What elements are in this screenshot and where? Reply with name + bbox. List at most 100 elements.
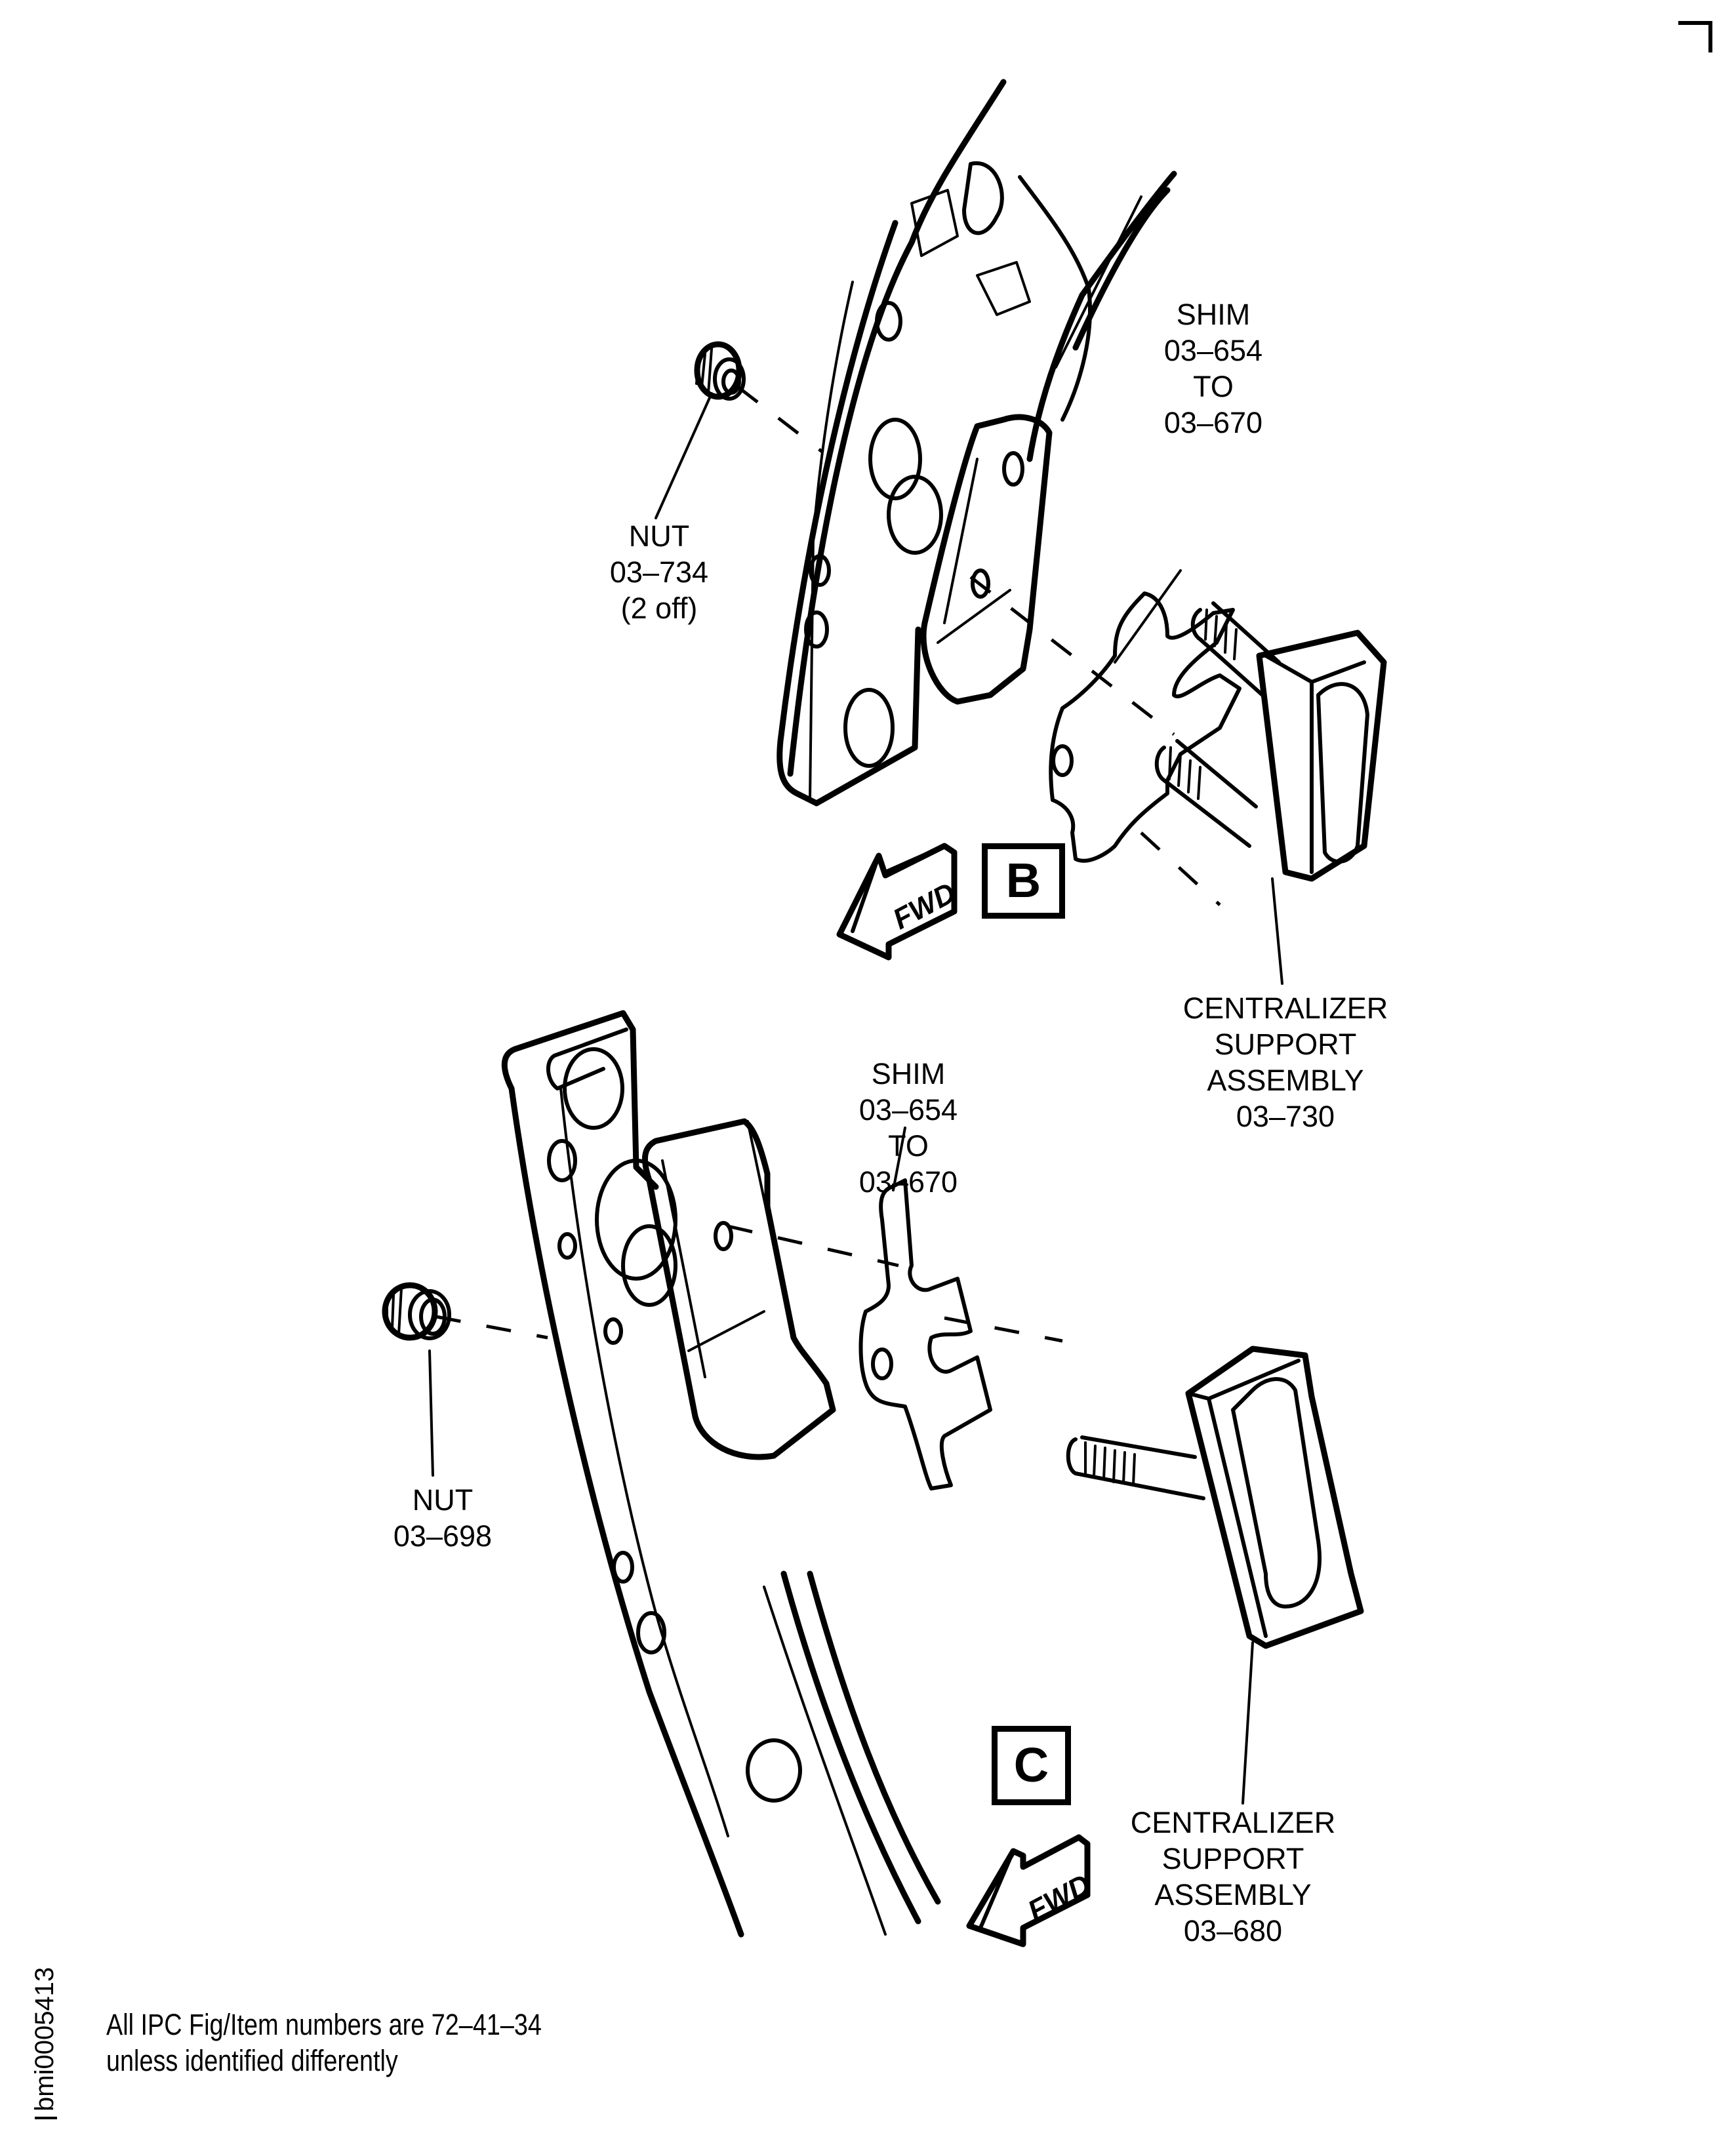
view-b-frame-hole xyxy=(875,301,902,342)
view-b-centralizer-leader xyxy=(1271,877,1283,985)
callout-line: 03–680 xyxy=(1183,1914,1283,1947)
view-c-shim-hole xyxy=(871,1348,893,1380)
centralizer-body xyxy=(1256,629,1387,882)
centralizer-pad xyxy=(1231,1377,1322,1608)
centralizer-stud-upper xyxy=(1190,601,1281,697)
view-b-shim-centerline xyxy=(969,576,1175,736)
view-c-centralizer-leader xyxy=(1241,1641,1254,1805)
view-b-shim-leader xyxy=(1114,569,1182,664)
stud-thread xyxy=(1204,609,1238,660)
centralizer-pad xyxy=(1316,682,1369,864)
view-c-centralizer-callout: CENTRALIZER SUPPORT ASSEMBLY 03–680 xyxy=(1115,1805,1351,1949)
view-c-frame-top xyxy=(512,1010,659,1190)
figure-note: All IPC Fig/Item numbers are 72–41–34 un… xyxy=(106,2007,542,2079)
view-b-frame-left-edge xyxy=(777,220,898,807)
view-c-frame-right xyxy=(780,1570,941,1925)
view-c-mounted-block xyxy=(641,1118,836,1460)
callout-line: TO xyxy=(888,1129,929,1163)
callout-line: 03–670 xyxy=(858,1165,958,1199)
centralizer-stud xyxy=(1066,1435,1205,1500)
view-c-frame-hole xyxy=(547,1139,577,1182)
view-b-shim-hole xyxy=(1051,744,1074,777)
view-b-fwd-arrow: FWD xyxy=(836,843,961,961)
callout-line: 03–654 xyxy=(1163,334,1263,367)
view-c-label-box: C xyxy=(992,1726,1071,1805)
view-b-centralizer-assembly xyxy=(1154,601,1387,882)
view-c-mounted-block-edge xyxy=(661,1120,775,1378)
callout-line: 03–730 xyxy=(1236,1100,1335,1133)
view-b-label-box: B xyxy=(982,843,1065,919)
view-c-fwd-arrow: FWD xyxy=(966,1834,1096,1947)
view-b-block-hole xyxy=(971,569,990,599)
callout-line: SUPPORT xyxy=(1161,1842,1304,1875)
view-c-nut xyxy=(382,1282,451,1341)
view-c-frame-hole xyxy=(603,1317,623,1345)
drawing-id-bar xyxy=(35,2117,58,2119)
view-b-nut-callout: NUT 03–734 (2 off) xyxy=(584,518,735,626)
centralizer-stud-lower xyxy=(1154,739,1258,848)
view-c-frame-top-inner xyxy=(546,1028,628,1090)
view-c-frame-outer xyxy=(501,1046,744,1938)
view-b-upper-bracket xyxy=(962,161,1092,422)
callout-line: NUT xyxy=(412,1483,474,1517)
view-c-centralizer-assembly xyxy=(1066,1346,1364,1649)
view-c-frame-hole xyxy=(636,1611,666,1654)
callout-line: SUPPORT xyxy=(1214,1028,1357,1061)
view-b-frame-inner-edge xyxy=(809,281,854,801)
nut-knurl xyxy=(695,348,713,395)
note-line: All IPC Fig/Item numbers are 72–41–34 xyxy=(106,2008,542,2041)
callout-line: SHIM xyxy=(871,1057,946,1090)
callout-line: 03–734 xyxy=(609,555,709,589)
view-c-frame-right-inner xyxy=(763,1586,887,1936)
view-c-frame-inner xyxy=(559,1087,729,1837)
drawing-id: bmi0005413 xyxy=(30,1967,60,2119)
drawing-id-text: bmi0005413 xyxy=(30,1967,59,2111)
callout-line: 03–670 xyxy=(1163,406,1263,439)
view-c-shim xyxy=(858,1178,992,1490)
view-c-frame-hole xyxy=(563,1047,624,1130)
view-b-frame-bottom xyxy=(813,626,921,807)
view-c-block-hole xyxy=(714,1221,733,1251)
callout-line: 03–698 xyxy=(393,1519,493,1553)
stud-thread xyxy=(1084,1441,1136,1487)
callout-line: TO xyxy=(1193,370,1234,403)
view-c-nut-centerline xyxy=(435,1315,548,1340)
view-c-frame-hole xyxy=(746,1738,802,1803)
nut-bore xyxy=(721,369,741,395)
corner-crop-mark xyxy=(1678,21,1712,52)
view-b-block-hole xyxy=(1002,451,1024,487)
view-c-shim-callout: SHIM 03–654 TO 03–670 xyxy=(830,1056,987,1200)
view-b-frame-hole xyxy=(843,688,895,768)
view-c-shim-leader xyxy=(892,1127,906,1191)
view-b-nut-centerline xyxy=(737,386,824,454)
nut-washer xyxy=(713,357,746,401)
view-b-mounted-block-edge xyxy=(937,458,1011,644)
view-b-frame-hole xyxy=(887,475,943,555)
view-b-centralizer-callout: CENTRALIZER SUPPORT ASSEMBLY 03–730 xyxy=(1167,990,1403,1134)
view-b-assembly xyxy=(777,79,1177,807)
view-b-frame-slots xyxy=(910,189,1031,316)
view-b-mounted-block xyxy=(920,414,1053,705)
view-b-nut xyxy=(694,341,746,401)
view-b-frame-hole xyxy=(804,610,829,649)
centralizer-face xyxy=(1264,654,1366,874)
view-c-frame-boss xyxy=(621,1224,677,1307)
stud-thread xyxy=(1168,746,1201,800)
view-c-frame-hole xyxy=(612,1551,634,1584)
centralizer-body xyxy=(1185,1346,1364,1649)
callout-line: 03–654 xyxy=(858,1093,958,1127)
view-b-strap-inner xyxy=(1055,195,1142,369)
view-b-frame-hole xyxy=(809,554,831,587)
view-b-nut-leader xyxy=(655,392,713,519)
callout-line: SHIM xyxy=(1176,298,1251,331)
view-c-nut-callout: NUT 03–698 xyxy=(374,1482,512,1554)
note-line: unless identified differently xyxy=(106,2044,398,2077)
view-b-frame-hole xyxy=(868,418,922,500)
view-b-centralizer-centerline xyxy=(1140,831,1221,906)
centralizer-face xyxy=(1186,1359,1301,1638)
view-c-frame-hole xyxy=(557,1232,577,1260)
callout-line: CENTRALIZER xyxy=(1130,1806,1336,1839)
nut-washer xyxy=(408,1289,451,1340)
view-c-centralizer-centerline xyxy=(944,1316,1063,1343)
